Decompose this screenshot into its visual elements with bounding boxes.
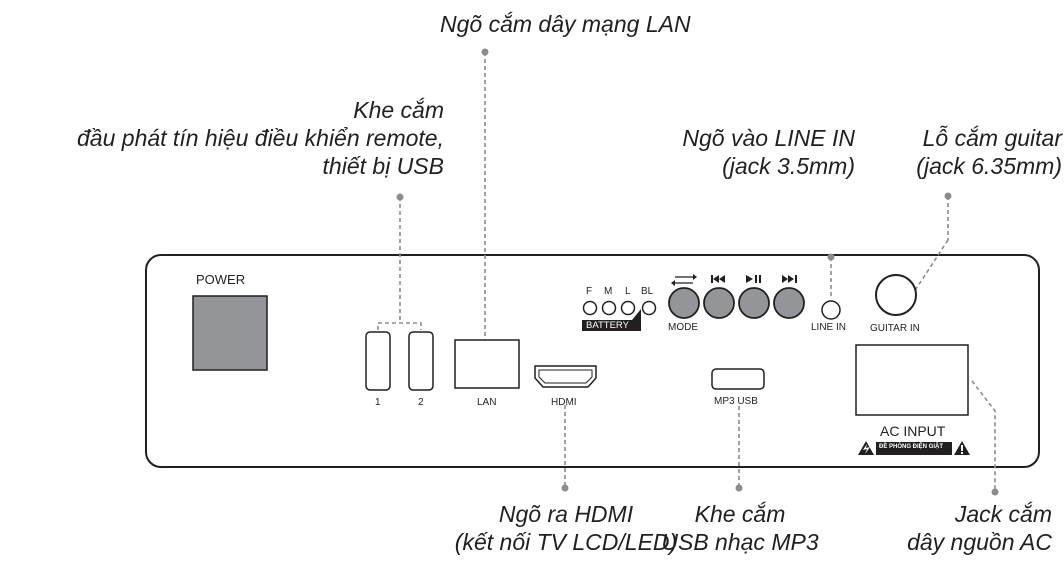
usb-port-2-label: 2	[418, 397, 424, 408]
remote-callout-line2: đầu phát tín hiệu điều khiển remote,	[77, 125, 444, 151]
battery-label-bar	[582, 309, 641, 331]
ac-input-label: AC INPUT	[880, 423, 946, 439]
mp3-usb-port	[711, 368, 765, 390]
lan-leader-dot	[481, 48, 489, 56]
prev-track-icon	[711, 275, 725, 283]
power-label: POWER	[196, 272, 246, 287]
ac-leader	[971, 380, 996, 490]
led-bl	[641, 300, 657, 316]
line-in-callout-line2: (jack 3.5mm)	[722, 153, 855, 179]
guitar-leader-diagonal	[913, 239, 949, 293]
mode-swap-icon	[671, 274, 697, 286]
led-f-label: F	[586, 286, 593, 297]
ac-callout: Jack cắm dây nguồn AC	[907, 500, 1052, 556]
led-f	[582, 300, 598, 316]
lan-port	[454, 339, 520, 389]
hdmi-port-inner	[538, 369, 593, 384]
remote-usb-callout: Khe cắm đầu phát tín hiệu điều khiển rem…	[77, 96, 444, 180]
hdmi-port	[534, 365, 597, 388]
hdmi-callout: Ngõ ra HDMI (kết nối TV LCD/LED)	[396, 500, 736, 556]
usb-leader-bracket	[377, 322, 422, 330]
remote-callout-line3: thiết bị USB	[322, 153, 444, 179]
ac-leader-dot	[991, 488, 999, 496]
mode-label: MODE	[668, 322, 698, 333]
led-l	[620, 300, 636, 316]
warning-label-bar	[876, 442, 952, 455]
next-button	[773, 287, 805, 319]
usb-port-2	[408, 331, 434, 391]
ac-callout-line1: Jack cắm	[954, 501, 1052, 527]
mp3-usb-callout: Khe cắm USB nhạc MP3	[640, 500, 840, 556]
mp3-callout-line2: USB nhạc MP3	[661, 529, 819, 555]
mp3-leader-dot	[735, 484, 743, 492]
remote-callout-line1: Khe cắm	[353, 97, 444, 123]
guitar-callout-line2: (jack 6.35mm)	[916, 153, 1062, 179]
power-switch	[192, 295, 268, 371]
line-in-callout: Ngõ vào LINE IN (jack 3.5mm)	[682, 124, 855, 180]
hdmi-callout-line2: (kết nối TV LCD/LED)	[454, 529, 678, 555]
led-l-label: L	[625, 286, 631, 297]
line-in-leader-dot	[827, 253, 835, 261]
next-track-icon	[782, 275, 797, 283]
line-in-callout-line1: Ngõ vào LINE IN	[682, 125, 855, 151]
lan-port-label: LAN	[477, 397, 497, 408]
led-m-label: M	[604, 286, 613, 297]
guitar-in-label: GUITAR IN	[870, 323, 920, 334]
usb-port-1-label: 1	[375, 397, 381, 408]
usb-leader-dot	[396, 193, 404, 201]
mp3-callout-line1: Khe cắm	[694, 501, 786, 527]
warning-label: ĐỀ PHÒNG ĐIỆN GIẬT	[879, 444, 944, 450]
mode-button	[668, 287, 700, 319]
shock-warning-icon	[858, 441, 874, 455]
ac-input-socket	[855, 344, 969, 416]
hdmi-leader-dot	[561, 484, 569, 492]
guitar-leader-dot	[944, 192, 952, 200]
battery-label: BATTERY	[586, 320, 629, 331]
ac-callout-line2: dây nguồn AC	[907, 529, 1052, 555]
led-m	[601, 300, 617, 316]
prev-button	[703, 287, 735, 319]
hdmi-port-label: HDMI	[551, 397, 577, 408]
lan-callout: Ngõ cắm dây mạng LAN	[440, 10, 691, 38]
guitar-callout: Lỗ cắm guitar (jack 6.35mm)	[916, 124, 1062, 180]
play-pause-button	[738, 287, 770, 319]
lan-callout-text: Ngõ cắm dây mạng LAN	[440, 11, 691, 37]
exclamation-warning-icon	[954, 441, 970, 455]
hdmi-callout-line1: Ngõ ra HDMI	[498, 501, 634, 527]
mp3-usb-label: MP3 USB	[714, 396, 758, 407]
line-in-jack	[821, 300, 841, 320]
guitar-jack	[875, 274, 917, 316]
usb-port-1	[365, 331, 391, 391]
line-in-label: LINE IN	[811, 322, 847, 333]
led-bl-label: BL	[641, 286, 654, 297]
play-pause-icon	[746, 275, 761, 283]
guitar-callout-line1: Lỗ cắm guitar	[922, 125, 1062, 151]
